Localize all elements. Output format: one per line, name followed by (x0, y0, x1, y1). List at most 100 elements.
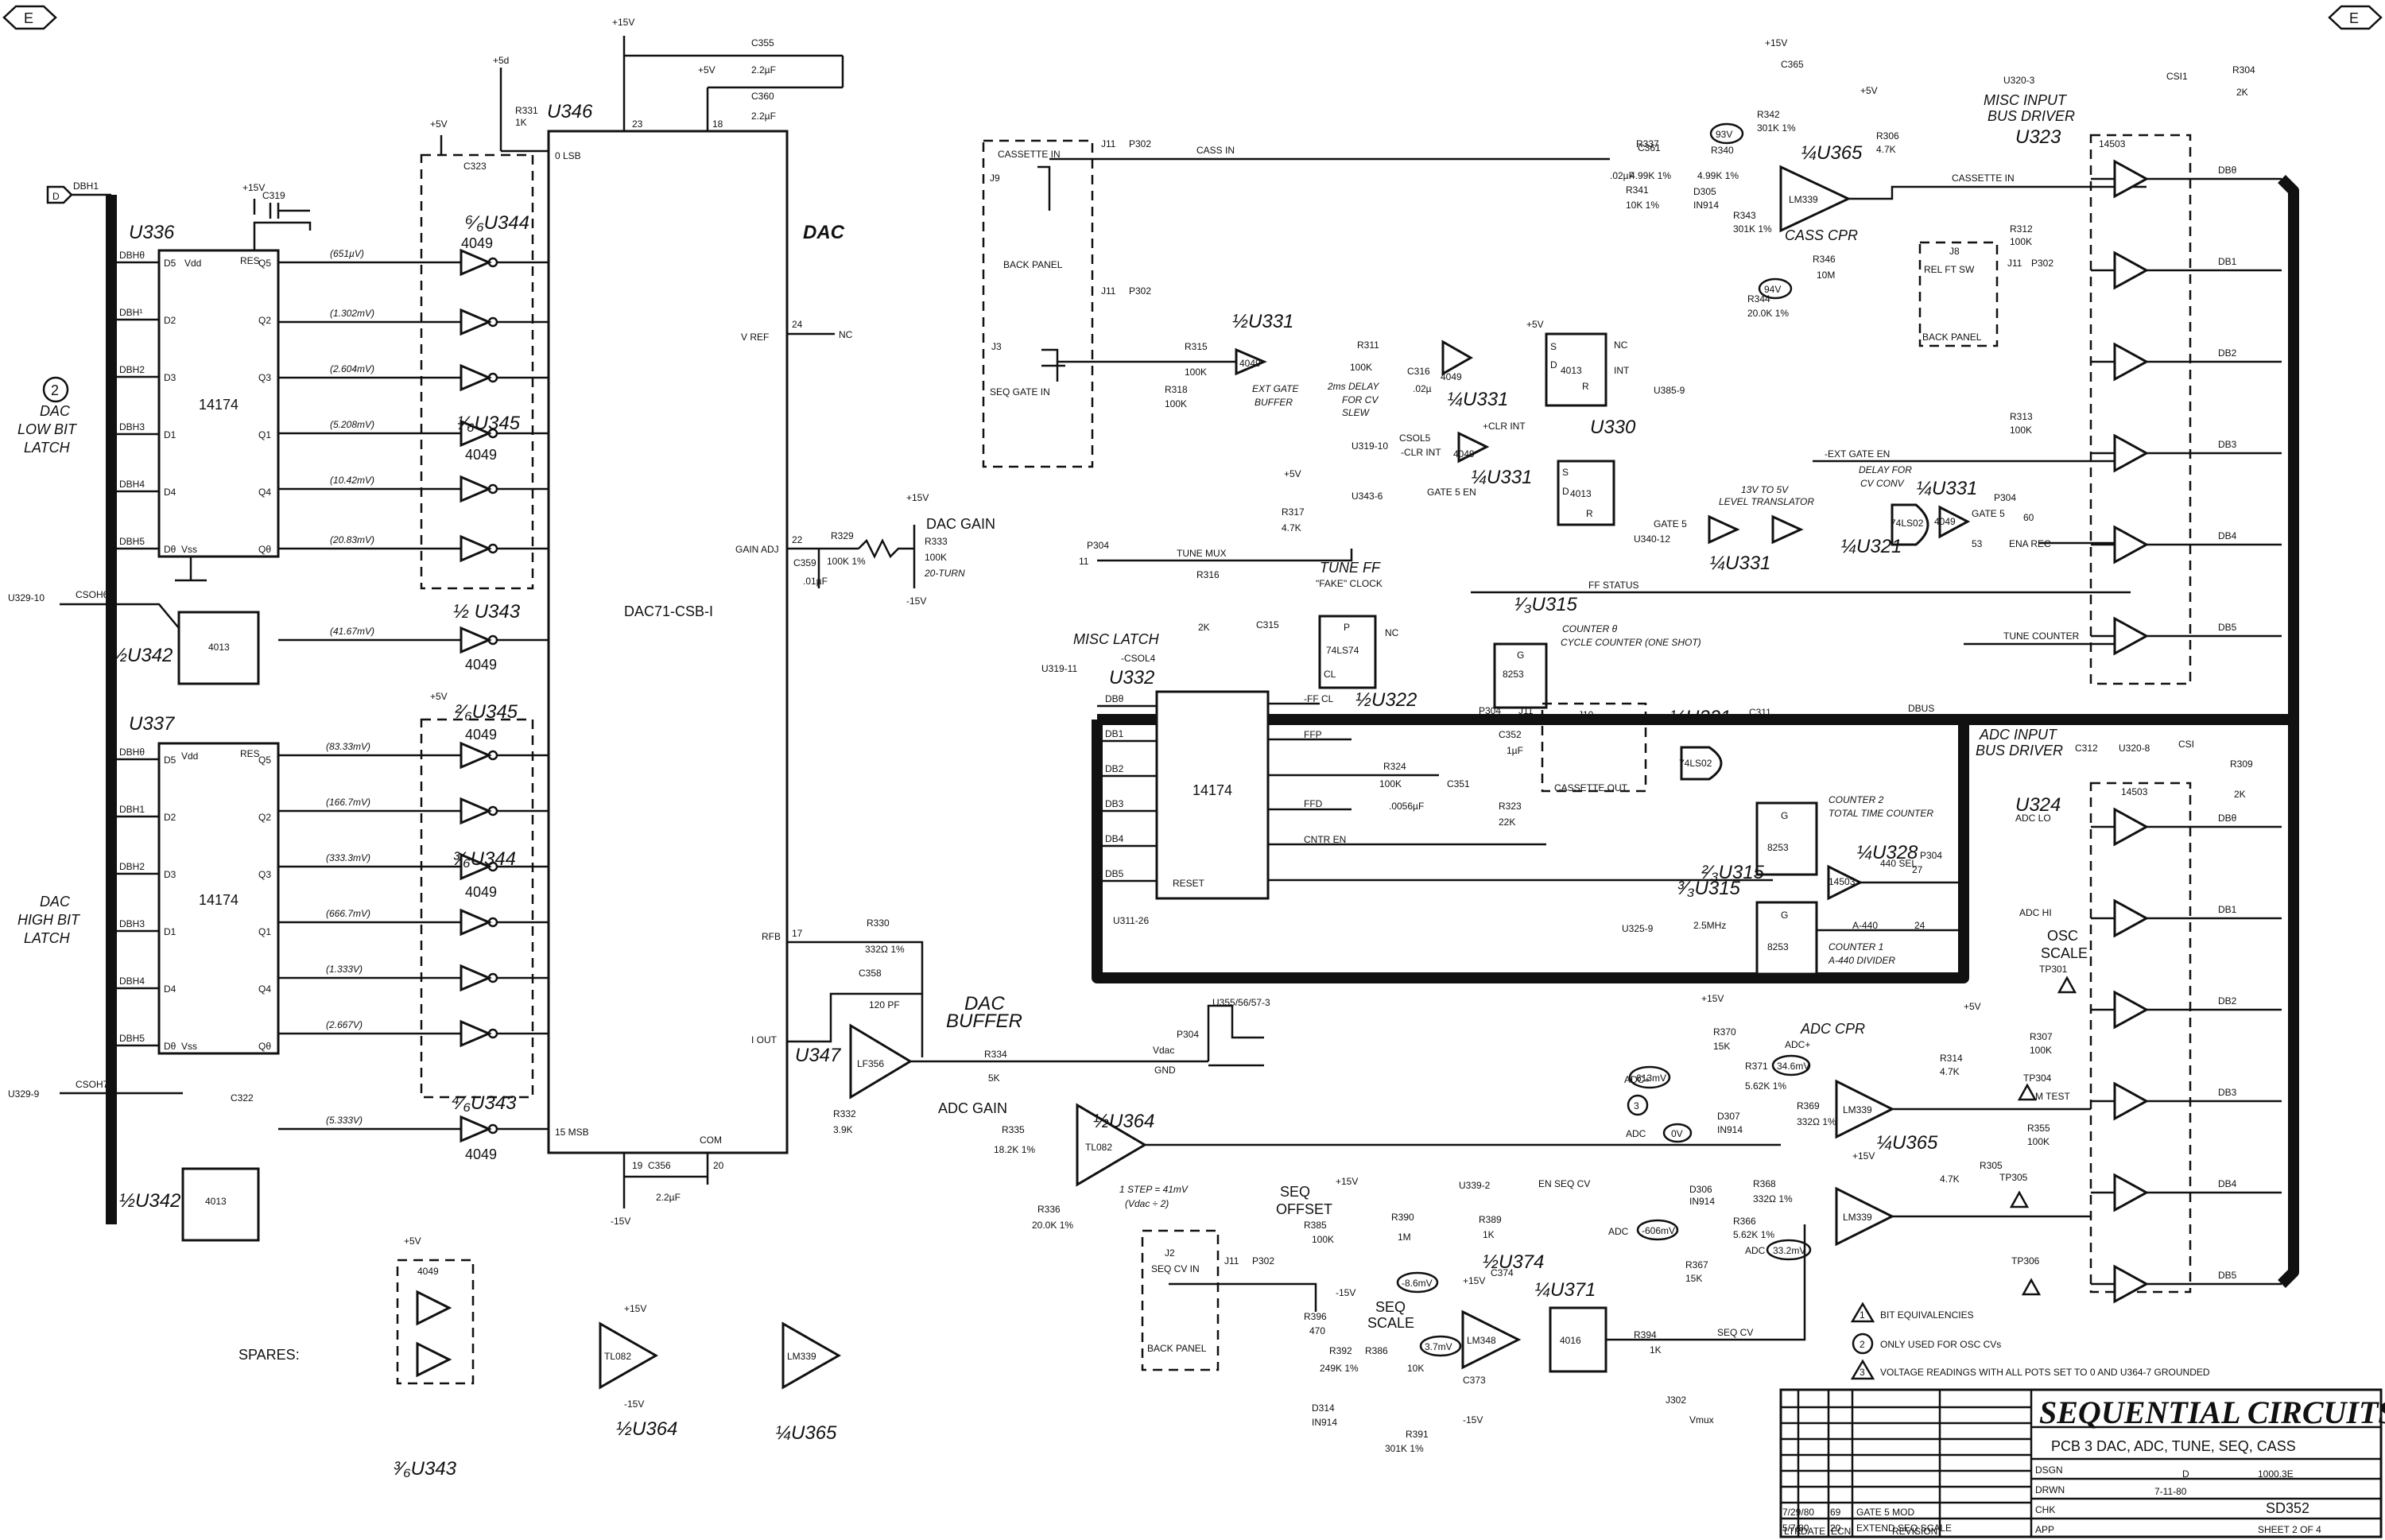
svg-text:R324: R324 (1383, 761, 1406, 772)
svg-text:LOW BIT: LOW BIT (17, 421, 78, 437)
svg-text:+5V: +5V (1860, 85, 1878, 96)
misc-buffer-4 (2091, 525, 2282, 564)
svg-text:½ U343: ½ U343 (453, 601, 521, 623)
titleblock-col-label: ECN (1831, 1526, 1851, 1537)
svg-text:R366: R366 (1733, 1216, 1756, 1227)
svg-text:½U364: ½U364 (616, 1418, 677, 1440)
svg-text:CASSETTE OUT: CASSETTE OUT (1554, 782, 1628, 793)
latch-q-pin: Q2 (258, 812, 271, 823)
low-latch-title: 2 DAC LOW BIT LATCH (17, 376, 78, 456)
svg-text:120 PF: 120 PF (869, 999, 900, 1011)
dac-gain-trim: 22 R329 100K 1% +15V -15V R333 100K 20-T… (787, 492, 995, 607)
svg-text:FOR CV: FOR CV (1342, 394, 1379, 405)
svg-text:R355: R355 (2027, 1123, 2050, 1134)
svg-text:R342: R342 (1757, 109, 1780, 120)
svg-text:NC: NC (1614, 339, 1628, 351)
notes-block: 1 BIT EQUIVALENCIES 2 ONLY USED FOR OSC … (1850, 1301, 2210, 1380)
latch-q-pin: Qθ (258, 1041, 271, 1052)
svg-text:R305: R305 (1980, 1160, 2003, 1171)
svg-text:C351: C351 (1447, 778, 1470, 789)
svg-text:P: P (1344, 622, 1350, 633)
svg-text:27: 27 (1912, 864, 1923, 875)
svg-text:100K 1%: 100K 1% (827, 556, 866, 567)
svg-text:-FF CL: -FF CL (1304, 693, 1334, 704)
svg-text:-15V: -15V (1336, 1287, 1355, 1298)
dbus-misc-box (1092, 714, 2290, 983)
latch-q-pin: Q1 (258, 926, 271, 937)
svg-text:NC: NC (839, 329, 853, 340)
svg-text:U319-11: U319-11 (1041, 663, 1077, 674)
svg-text:4049: 4049 (465, 884, 497, 900)
svg-text:R343: R343 (1733, 210, 1756, 221)
svg-text:C374: C374 (1491, 1267, 1514, 1278)
svg-text:TP304: TP304 (2023, 1073, 2052, 1084)
svg-text:100K: 100K (925, 552, 947, 563)
latch-input-label: DBH2 (119, 861, 145, 872)
db-label: DB2 (2218, 995, 2237, 1007)
misc-buffer-0 (2091, 159, 2282, 199)
svg-text:IN914: IN914 (1689, 1196, 1715, 1207)
svg-text:R394: R394 (1634, 1329, 1657, 1340)
svg-text:P304: P304 (1479, 705, 1501, 716)
svg-text:R390: R390 (1391, 1212, 1414, 1223)
svg-text:INT: INT (1614, 365, 1630, 376)
svg-text:4.7K: 4.7K (1876, 144, 1896, 155)
svg-text:8253: 8253 (1503, 669, 1524, 680)
inverter-0 (278, 248, 549, 277)
svg-text:2.5MHz: 2.5MHz (1693, 920, 1726, 931)
svg-text:LM348: LM348 (1467, 1335, 1496, 1346)
inverter-10 (278, 908, 549, 937)
svg-text:J11: J11 (1224, 1255, 1239, 1267)
svg-text:I OUT: I OUT (751, 1034, 778, 1045)
svg-text:+15V: +15V (624, 1303, 646, 1314)
svg-text:ENA REC: ENA REC (2009, 538, 2051, 549)
svg-text:1K: 1K (1650, 1344, 1662, 1356)
svg-text:EXT GATE: EXT GATE (1252, 383, 1299, 394)
svg-text:15 MSB: 15 MSB (555, 1127, 589, 1138)
svg-text:(Vdac ÷ 2): (Vdac ÷ 2) (1125, 1198, 1169, 1209)
svg-text:¼U365: ¼U365 (1876, 1132, 1938, 1154)
svg-text:J10: J10 (1578, 709, 1594, 720)
svg-text:SEQ: SEQ (1280, 1184, 1310, 1200)
svg-text:C311: C311 (1749, 707, 1771, 718)
svg-text:MISC INPUT: MISC INPUT (1984, 92, 2068, 108)
inverter-12 (278, 1019, 549, 1048)
svg-text:100K: 100K (1185, 367, 1207, 378)
svg-text:8253: 8253 (1767, 842, 1789, 853)
svg-text:GATE 5: GATE 5 (1972, 508, 2005, 519)
svg-text:+15V: +15V (242, 182, 265, 193)
svg-text:1K: 1K (1483, 1229, 1495, 1240)
svg-text:C373: C373 (1463, 1375, 1486, 1386)
svg-text:SD352: SD352 (2266, 1500, 2309, 1516)
svg-text:P304: P304 (1994, 492, 2016, 503)
misc-buffer-1 (2091, 250, 2282, 290)
svg-text:-606mV: -606mV (1642, 1225, 1675, 1236)
svg-text:U324: U324 (2015, 794, 2061, 816)
svg-text:C322: C322 (231, 1092, 254, 1104)
titleblock-row-label: DRWN (2035, 1484, 2065, 1495)
svg-text:100K: 100K (2010, 236, 2032, 247)
svg-text:4013: 4013 (208, 642, 230, 653)
bit-label: (651µV) (330, 248, 364, 259)
svg-text:SPARES:: SPARES: (238, 1347, 300, 1363)
svg-text:7/29/80: 7/29/80 (1782, 1507, 1814, 1518)
svg-text:+5V: +5V (430, 118, 448, 130)
svg-text:¼U331: ¼U331 (1447, 389, 1508, 410)
svg-text:DBH1: DBH1 (73, 180, 99, 192)
svg-text:2K: 2K (1198, 622, 1210, 633)
svg-text:CSOL5: CSOL5 (1399, 433, 1431, 444)
svg-text:4.99K 1%: 4.99K 1% (1697, 170, 1739, 181)
latch-d-pin: D1 (164, 429, 176, 440)
svg-text:+5V: +5V (430, 691, 448, 702)
svg-text:-15V: -15V (906, 595, 926, 607)
svg-text:4049: 4049 (1441, 371, 1462, 382)
svg-text:4049: 4049 (417, 1266, 439, 1277)
svg-text:Vmux: Vmux (1689, 1414, 1714, 1426)
svg-text:R336: R336 (1037, 1204, 1061, 1215)
svg-text:4049: 4049 (1239, 358, 1261, 369)
svg-text:CL: CL (1324, 669, 1336, 680)
svg-text:8253: 8253 (1767, 941, 1789, 952)
svg-text:19: 19 (632, 1160, 643, 1171)
svg-text:U332: U332 (1109, 667, 1154, 689)
svg-text:IN914: IN914 (1312, 1417, 1337, 1428)
